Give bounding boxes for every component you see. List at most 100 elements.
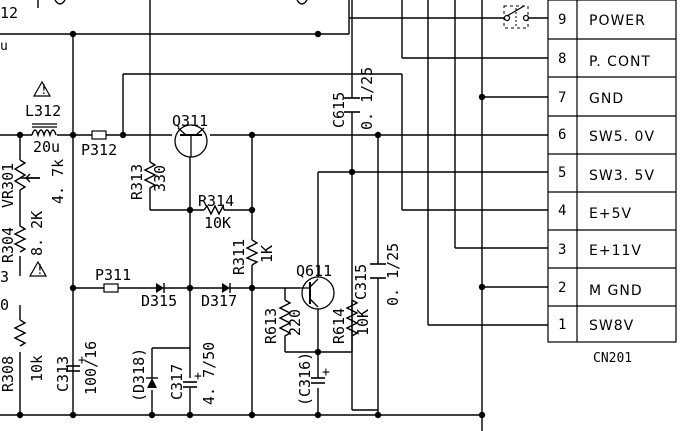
label-c317: C317 [168,364,186,400]
label-r614: R614 [330,308,348,344]
label-r314: R314 [198,192,234,210]
label-r311: R311 [230,239,248,275]
pin-label: E+5V [589,206,632,222]
junction [186,411,194,419]
diode-d318-icon [146,377,158,388]
fragment-label: 3 [0,268,9,286]
fragment-label: 0 [0,296,9,314]
junction [119,131,127,139]
pin-label: P. CONT [589,54,651,70]
partial-component-icon [54,0,66,5]
pin-number: 6 [558,127,566,143]
junction [314,30,322,38]
junction [69,284,77,292]
label-q611: Q611 [296,262,332,280]
label-r614-value: 10K [354,309,372,336]
label-p312: P312 [81,141,117,159]
label-c317-value: 4. 7/50 [200,342,218,405]
label-l312: L312 [25,102,61,120]
capacitor-c317-icon: + [183,369,202,388]
power-switch-icon [503,5,530,29]
label-c615: C615 [330,92,348,128]
diode-d315-icon [156,283,165,293]
fragment-label: u [0,39,8,54]
warning-mark-icon: ! [36,263,44,278]
label-c313-value: 100/16 [82,341,100,395]
label-r304-value: 8. 2K [28,211,46,256]
label-c313: C313 [54,356,72,392]
junction [248,284,256,292]
label-r313-value: 330 [151,165,169,192]
capacitor-c316-icon: + [311,365,330,384]
pin-number: 8 [558,51,566,67]
resistor-r613-icon [278,299,292,346]
pin-number: 1 [558,317,566,333]
junction [374,131,382,139]
junction [348,168,356,176]
inductor-l312-icon [31,123,57,138]
junction [16,411,24,419]
pin-label: SW8V [589,318,634,334]
junction [69,131,77,139]
warning-triangle-icon [28,260,48,277]
junction [186,284,194,292]
pin-number: 7 [558,90,566,106]
junction [478,93,486,101]
junction [478,283,486,291]
resistor-r313-icon [143,161,157,192]
diode-d317-icon [222,283,231,293]
pin-label: POWER [589,13,646,29]
label-d318: (D318) [130,348,148,402]
label-vr301: VR301 [0,163,17,208]
wires [0,0,548,431]
component-labels: 12 u 3 0 L312 20u P312 P311 Q311 Q611 R3… [0,4,402,406]
label-r314-value: 10K [204,214,231,232]
resistor-r308-icon [13,319,27,347]
label-r308-value: 10k [28,355,46,382]
resistor-r304-icon [13,225,27,253]
label-l312-value: 20u [33,138,60,156]
capacitor-c315-icon [370,263,386,279]
resistor-r314-icon [203,203,225,216]
label-r613: R613 [262,308,280,344]
variable-resistor-vr301-icon [13,135,40,210]
pin-label: GND [589,91,624,107]
label-p311: P311 [95,266,131,284]
junction [248,411,256,419]
junction [314,411,322,419]
label-vr301-value: 4. 7k [49,159,67,204]
partial-component-icon [296,0,308,5]
label-d315: D315 [141,292,177,310]
label-r613-value: 220 [286,309,304,336]
pin-number: 5 [558,165,566,181]
pin-number: 4 [558,203,566,219]
junction [69,411,77,419]
connector-cn201: 9 POWER 8 P. CONT 7 GND 6 SW5. 0V 5 SW3.… [547,0,677,366]
junction [478,411,486,419]
pin-label: E+11V [589,243,642,259]
polarity-plus-icon: + [78,353,86,368]
test-point-p312-icon [91,130,107,140]
junction [314,348,322,356]
label-d317: D317 [201,292,237,310]
pin-number: 2 [558,280,566,296]
pin-label: M GND [589,283,643,299]
pin-label: SW5. 0V [589,129,655,145]
pin-number: 3 [558,242,566,258]
transistor-q311-icon [174,124,208,158]
warning-mark-icon: ! [40,83,48,98]
label-r313: R313 [128,164,146,200]
warning-triangle-icon [32,80,52,97]
junction [374,411,382,419]
pin-number: 9 [558,12,566,28]
junction [69,30,77,38]
polarity-plus-icon: + [322,365,330,380]
label-q311: Q311 [172,112,208,130]
test-point-p311-icon [103,283,119,293]
junction [148,411,156,419]
label-r304: R304 [0,227,17,263]
label-c315-value: 0. 1/25 [384,243,402,306]
label-r311-value: 1K [258,245,276,263]
resistor-r614-icon [345,299,359,337]
